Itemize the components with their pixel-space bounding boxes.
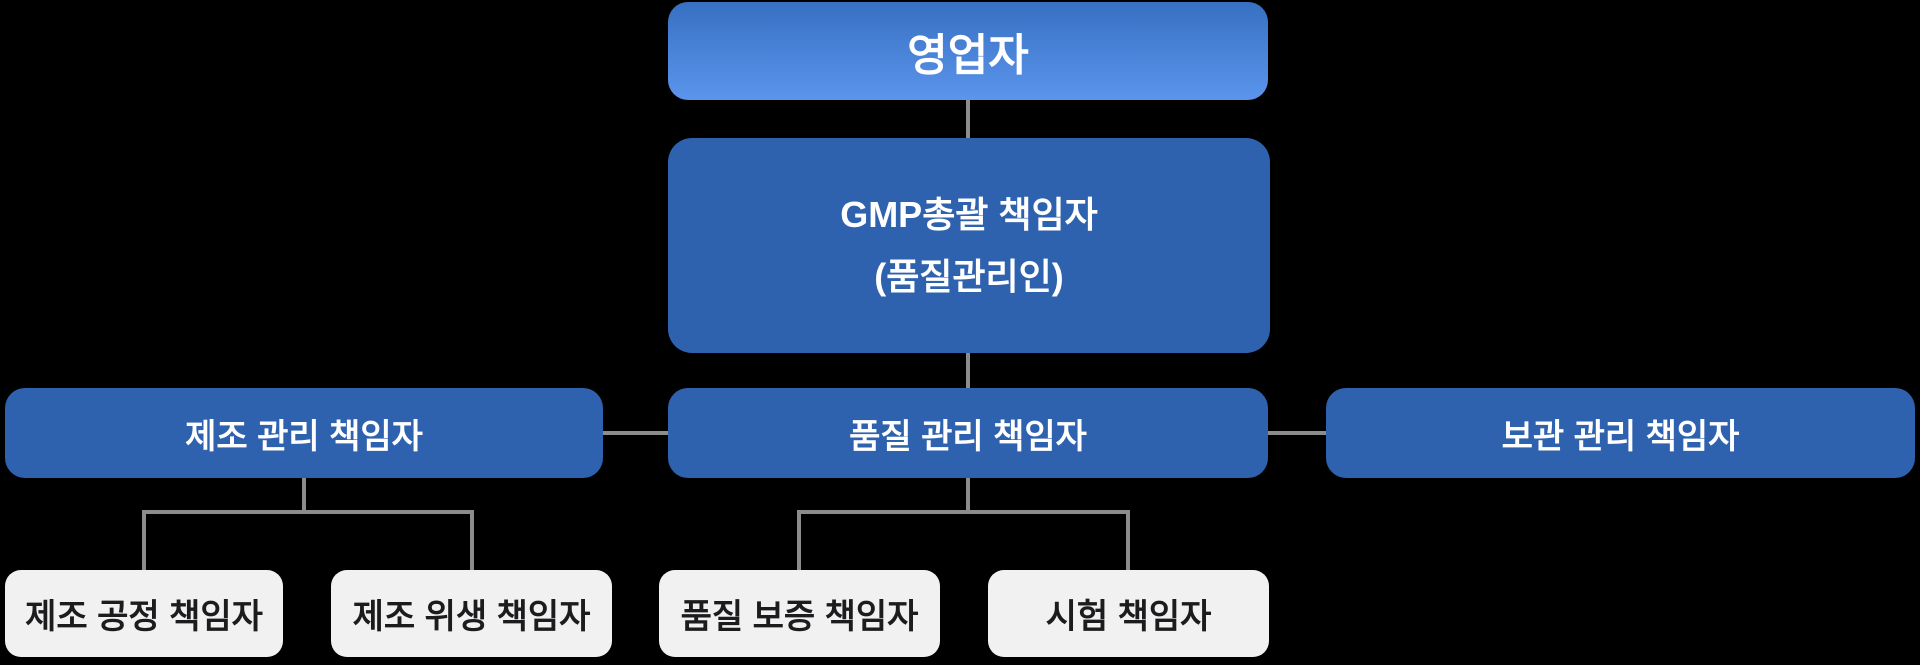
node-mfg-process-manager: 제조 공정 책임자 <box>5 570 283 657</box>
node-testing-manager-label: 시험 책임자 <box>1045 598 1212 636</box>
connector-mfg-to-quality <box>603 431 668 435</box>
connector-gmp-to-quality <box>966 353 970 388</box>
connector-right-branch <box>797 510 1130 514</box>
node-business-operator-label: 영업자 <box>907 31 1029 80</box>
connector-quality-down <box>966 478 970 514</box>
connector-quality-to-storage <box>1268 431 1326 435</box>
node-mfg-hygiene-manager-label: 제조 위생 책임자 <box>352 598 591 636</box>
node-quality-manager: 품질 관리 책임자 <box>668 388 1268 478</box>
node-quality-manager-label: 품질 관리 책임자 <box>849 417 1087 456</box>
node-business-operator: 영업자 <box>668 2 1268 100</box>
connector-to-mfg-hygiene <box>470 510 474 570</box>
connector-left-branch <box>142 510 474 514</box>
node-mfg-process-manager-label: 제조 공정 책임자 <box>25 598 263 636</box>
node-storage-manager-label: 보관 관리 책임자 <box>1501 417 1740 456</box>
node-gmp-head-label-line2: (품질관리인) <box>874 255 1064 297</box>
node-mfg-hygiene-manager: 제조 위생 책임자 <box>331 570 612 657</box>
connector-to-testing <box>1126 510 1130 570</box>
node-testing-manager: 시험 책임자 <box>988 570 1269 657</box>
node-gmp-head-label-line1: GMP총괄 책임자 <box>840 193 1098 235</box>
connector-root-to-gmp <box>966 100 970 138</box>
node-manufacturing-manager-label: 제조 관리 책임자 <box>185 417 423 456</box>
connector-to-mfg-process <box>142 510 146 570</box>
node-quality-assurance-manager-label: 품질 보증 책임자 <box>680 598 919 636</box>
node-quality-assurance-manager: 품질 보증 책임자 <box>659 570 940 657</box>
node-gmp-head: GMP총괄 책임자 (품질관리인) <box>668 138 1270 353</box>
node-storage-manager: 보관 관리 책임자 <box>1326 388 1915 478</box>
connector-to-quality-assurance <box>797 510 801 570</box>
connector-mfg-down <box>302 478 306 514</box>
node-manufacturing-manager: 제조 관리 책임자 <box>5 388 603 478</box>
